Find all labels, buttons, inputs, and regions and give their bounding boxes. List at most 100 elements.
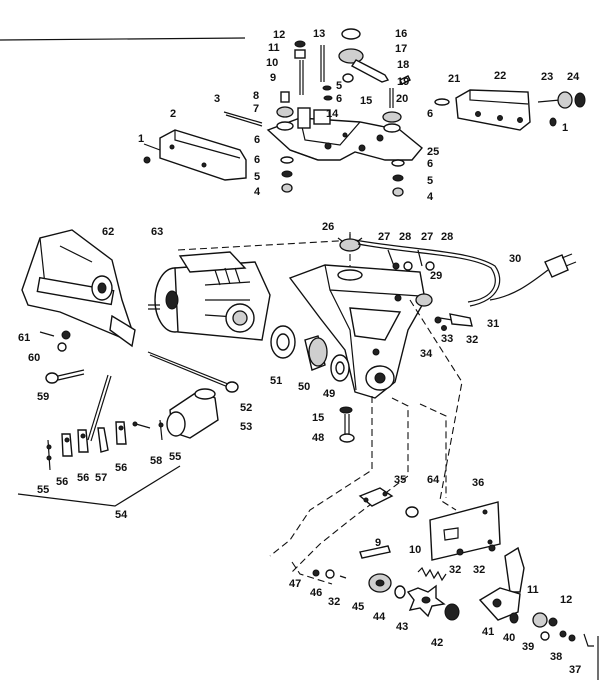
part-62-blade-guard bbox=[21, 229, 136, 348]
part-61-screw bbox=[39, 331, 55, 337]
part-42-cap bbox=[444, 603, 460, 621]
part-15-washer bbox=[342, 73, 354, 83]
callout-label: 21 bbox=[448, 73, 460, 85]
callout-label: 51 bbox=[270, 375, 282, 387]
callout-label: 48 bbox=[312, 432, 324, 444]
callout-label: 3 bbox=[214, 93, 220, 105]
callout-label: 12 bbox=[273, 29, 285, 41]
callout-label: 1 bbox=[138, 133, 144, 145]
part-34-frame bbox=[288, 264, 426, 399]
callout-label: 63 bbox=[151, 226, 163, 238]
part-27-28-contacts bbox=[387, 249, 435, 271]
part-16-17-lever bbox=[338, 28, 390, 83]
callout-label: 56 bbox=[56, 476, 68, 488]
callout-label: 5 bbox=[336, 80, 342, 92]
part-4-6-washers-left bbox=[280, 156, 294, 193]
callout-label: 32 bbox=[466, 334, 478, 346]
part-54-bracket-line bbox=[17, 465, 181, 507]
frame-line bbox=[0, 37, 246, 41]
part-48-bolt bbox=[339, 414, 355, 443]
part-53-elbow bbox=[166, 388, 219, 439]
callout-label: 6 bbox=[254, 134, 260, 146]
callout-label: 36 bbox=[472, 477, 484, 489]
callout-label: 6 bbox=[254, 154, 260, 166]
callout-label: 31 bbox=[487, 318, 499, 330]
callout-label: 18 bbox=[397, 59, 409, 71]
part-1-screw-left bbox=[143, 143, 161, 151]
part-59-bolt bbox=[45, 369, 85, 384]
part-29-nut bbox=[415, 293, 433, 307]
callout-label: 6 bbox=[336, 93, 342, 105]
callout-label: 45 bbox=[352, 601, 364, 613]
callout-label: 52 bbox=[240, 402, 252, 414]
callout-label: 47 bbox=[289, 578, 301, 590]
part-1-screw-right bbox=[549, 117, 557, 127]
callout-label: 53 bbox=[240, 421, 252, 433]
callout-label: 9 bbox=[375, 537, 381, 549]
part-19-20-bolt bbox=[382, 88, 402, 133]
callout-label: 27 bbox=[421, 231, 433, 243]
callout-label: 56 bbox=[115, 462, 127, 474]
callout-label: 61 bbox=[18, 332, 30, 344]
callout-label: 55 bbox=[169, 451, 181, 463]
part-32-screw-b bbox=[488, 544, 496, 552]
callout-label: 37 bbox=[569, 664, 581, 676]
callout-label: 16 bbox=[395, 28, 407, 40]
part-39-washer bbox=[540, 631, 550, 641]
part-49-bearing bbox=[330, 354, 350, 382]
part-15-washer-lower bbox=[339, 406, 353, 414]
callout-label: 14 bbox=[326, 108, 339, 120]
callout-label: 33 bbox=[441, 333, 453, 345]
callout-label: 62 bbox=[102, 226, 114, 238]
callout-label: 9 bbox=[270, 72, 276, 84]
callout-label: 26 bbox=[322, 221, 334, 233]
part-45-knob bbox=[368, 573, 392, 593]
callout-label: 32 bbox=[328, 596, 340, 608]
part-51-spacer bbox=[270, 325, 296, 359]
part-40-nut bbox=[509, 612, 519, 624]
part-30-cord-plug bbox=[354, 239, 577, 307]
part-32-screw-c bbox=[339, 575, 347, 579]
callout-label: 20 bbox=[396, 93, 408, 105]
callout-label: 41 bbox=[482, 626, 494, 638]
part-63-motor bbox=[148, 251, 271, 341]
callout-label: 6 bbox=[427, 108, 433, 120]
callout-label: 25 bbox=[427, 146, 439, 158]
callout-label: 15 bbox=[360, 95, 372, 107]
callout-label: 29 bbox=[430, 270, 442, 282]
callout-label: 12 bbox=[560, 594, 572, 606]
part-13-screw bbox=[320, 45, 325, 82]
callout-label: 39 bbox=[522, 641, 534, 653]
callout-label: 5 bbox=[254, 171, 260, 183]
callout-label: 2 bbox=[170, 108, 176, 120]
part-10-spring bbox=[417, 566, 447, 582]
callout-label: 15 bbox=[312, 412, 324, 424]
part-21-pin bbox=[434, 98, 450, 106]
callout-label: 34 bbox=[420, 348, 433, 360]
part-11-12-lower bbox=[532, 612, 558, 628]
callout-label: 60 bbox=[28, 352, 40, 364]
part-2-bracket bbox=[159, 129, 247, 181]
part-47-nut bbox=[312, 569, 320, 577]
part-36-plate bbox=[429, 501, 501, 561]
callout-label: 8 bbox=[253, 90, 259, 102]
callout-label: 46 bbox=[310, 587, 322, 599]
part-4-6-washers-right bbox=[391, 159, 405, 197]
callout-label: 38 bbox=[550, 651, 562, 663]
callout-label: 4 bbox=[254, 186, 261, 198]
callout-label: 10 bbox=[266, 57, 278, 69]
callout-label: 7 bbox=[253, 103, 259, 115]
callout-label: 30 bbox=[509, 253, 521, 265]
part-55-58-kit bbox=[46, 419, 164, 471]
callout-label: 23 bbox=[541, 71, 553, 83]
part-46-washer bbox=[325, 569, 335, 579]
part-18-pin bbox=[399, 75, 411, 85]
callout-label: 49 bbox=[323, 388, 335, 400]
callout-label: 11 bbox=[527, 584, 539, 596]
callout-label: 35 bbox=[394, 474, 406, 486]
callout-label: 4 bbox=[427, 191, 434, 203]
part-22-bracket bbox=[455, 89, 531, 131]
callout-label: 22 bbox=[494, 70, 506, 82]
